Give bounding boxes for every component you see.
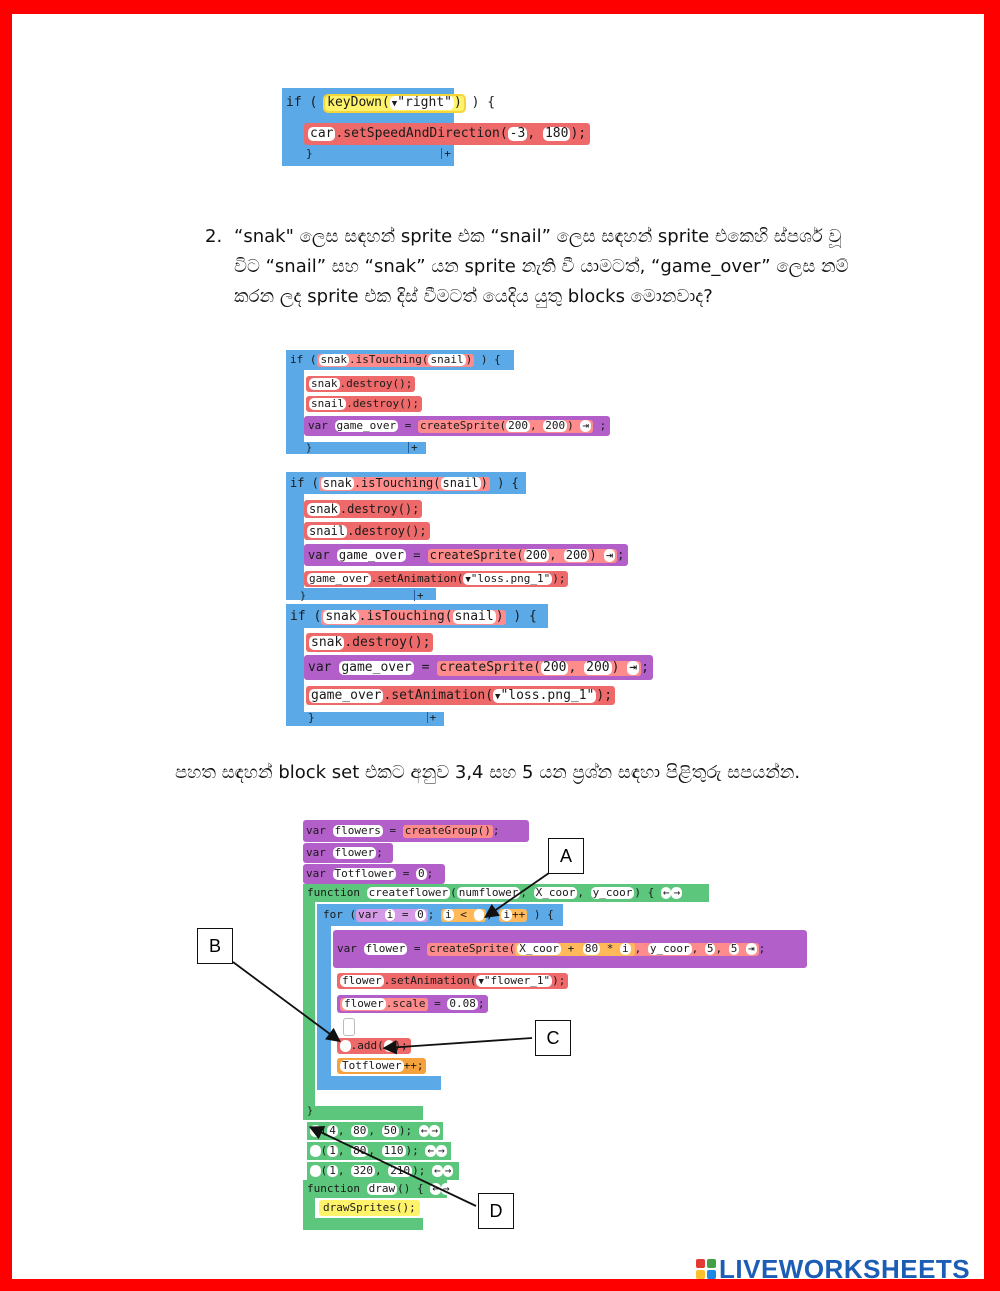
loop-limit-slot[interactable] [473,909,485,921]
arg-remove-icon: ← [432,1164,443,1177]
dropdown-arrow-icon: ▼ [478,977,484,987]
add-block-plus-icon[interactable]: + [414,590,426,601]
arg-add-icon: → [436,1144,447,1157]
logo-grid-icon [696,1259,716,1279]
dropdown-arrow-icon: ▼ [465,575,471,585]
if-keyword: if [286,95,302,110]
logo-text: LIVEWORKSHEETS [719,1253,971,1284]
arg-add-icon: → [429,1124,440,1137]
remove-arg-icon: ⇥ [745,942,757,955]
arg-remove-icon: ← [660,886,672,899]
remove-arg-icon: ⇥ [627,660,640,675]
arg-remove-icon: ← [430,1182,441,1195]
sprite-slot[interactable] [383,1040,395,1052]
arg-add-icon: → [442,1164,454,1177]
call-slot-3[interactable] [310,1165,321,1177]
callout-d: D [478,1193,514,1229]
dropdown-arrow-icon: ▼ [391,99,398,109]
group-slot[interactable] [340,1040,351,1052]
remove-arg-icon: ⇥ [603,548,616,562]
question-text: “snak" ලෙස සඳහන් sprite එක “snail” ලෙස ස… [234,226,849,307]
arg-remove-icon: ← [418,1124,430,1137]
add-block-plus-icon[interactable]: + [426,712,439,723]
instruction-text: පහත සඳහන් block set එකට අනුව 3,4 සහ 5 යන… [175,762,801,783]
call-slot-2[interactable] [310,1145,321,1157]
code-snippet-keydown: if ( keyDown(▼"right") ) { car.setSpeedA… [282,88,662,168]
set-speed-block: car.setSpeedAndDirection(-3, 180); [304,123,591,145]
car-variable[interactable]: car [308,126,336,141]
add-block-plus-icon[interactable]: + [441,148,453,159]
arg-add-icon: → [671,886,683,899]
callout-c: C [535,1020,571,1056]
callout-a: A [548,838,584,874]
empty-slot[interactable] [343,1018,355,1036]
liveworksheets-logo: LIVEWORKSHEETS [696,1254,970,1284]
add-block-plus-icon[interactable]: + [408,442,420,453]
arg-remove-icon: ← [425,1144,436,1157]
dropdown-arrow-icon: ▼ [495,692,501,702]
question-number: 2. [205,226,223,247]
remove-arg-icon: ⇥ [580,419,591,432]
callout-b: B [197,928,233,964]
keydown-block: keyDown(▼"right") [323,94,466,113]
arg-add-icon: → [440,1182,452,1195]
option-block-2[interactable]: if (snak.isTouching(snail) ) { snak.dest… [286,472,656,602]
call-slot-1[interactable] [310,1125,321,1137]
key-dropdown[interactable]: ▼"right" [389,95,454,110]
option-block-1[interactable]: if (snak.isTouching(snail) ) { snak.dest… [286,350,636,458]
option-block-3[interactable]: if (snak.isTouching(snail) ) { snak.dest… [286,604,686,728]
question-2: 2. “snak" ලෙස සඳහන් sprite එක “snail” ලෙ… [205,222,855,312]
